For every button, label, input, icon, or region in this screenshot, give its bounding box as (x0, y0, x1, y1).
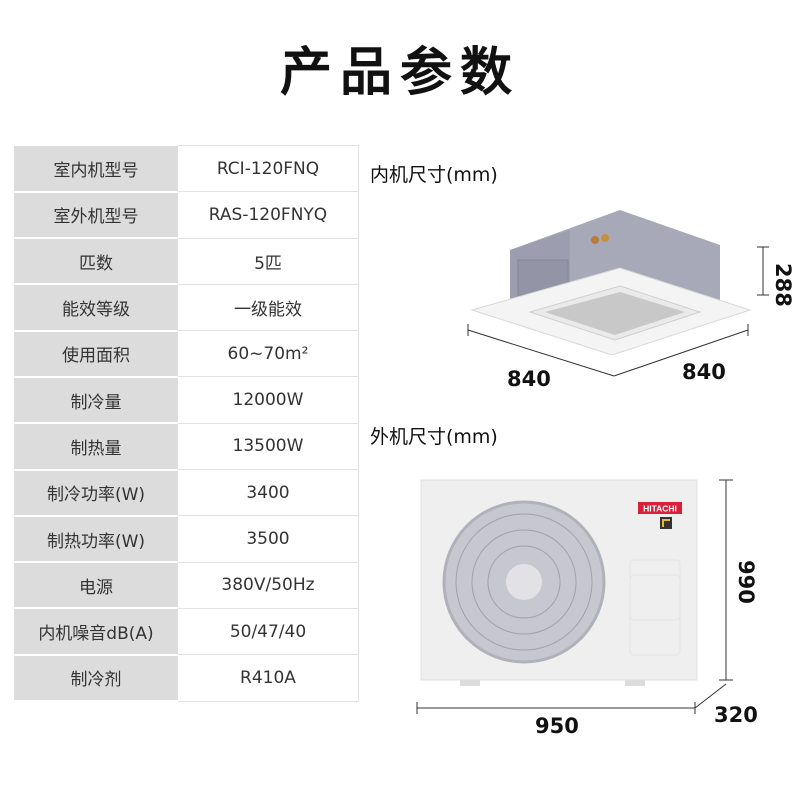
spec-value: 50/47/40 (178, 608, 359, 656)
outdoor-width-label: 950 (535, 714, 579, 738)
spec-value: 3400 (178, 469, 359, 517)
table-row: 制热功率(W)3500 (14, 515, 359, 564)
outdoor-depth-label: 320 (714, 703, 758, 727)
spec-label: 能效等级 (14, 284, 178, 332)
spec-value: R410A (178, 654, 359, 702)
spec-label: 制热量 (14, 423, 178, 471)
spec-label: 电源 (14, 562, 178, 610)
spec-label: 室内机型号 (14, 145, 178, 193)
spec-label: 制冷剂 (14, 654, 178, 703)
table-row: 制冷功率(W)3400 (14, 469, 359, 517)
spec-label: 制冷量 (14, 376, 178, 425)
spec-label: 使用面积 (14, 330, 178, 378)
indoor-depth-label: 840 (682, 360, 726, 384)
table-row: 能效等级一级能效 (14, 284, 359, 332)
spec-value: 5匹 (178, 238, 359, 285)
indoor-height-label: 288 (771, 263, 795, 307)
indoor-unit-image (467, 210, 769, 377)
spec-label: 室外机型号 (14, 191, 178, 240)
indoor-dimensions-heading: 内机尺寸(mm) (370, 164, 498, 186)
spec-value: 60~70m² (178, 330, 359, 378)
spec-label: 内机噪音dB(A) (14, 608, 178, 656)
spec-label: 制热功率(W) (14, 515, 178, 564)
spec-value: 3500 (178, 515, 359, 563)
outdoor-unit-image: HITACHI (416, 479, 733, 714)
spec-label: 制冷功率(W) (14, 469, 178, 517)
spec-value: 一级能效 (178, 284, 359, 332)
table-row: 内机噪音dB(A)50/47/40 (14, 608, 359, 656)
spec-value: 13500W (178, 423, 359, 471)
hitachi-logo: HITACHI (643, 504, 677, 514)
indoor-width-label: 840 (507, 367, 551, 391)
page-title: 产品参数 (279, 43, 520, 103)
outdoor-height-label: 990 (734, 560, 758, 604)
spec-value: 12000W (178, 376, 359, 424)
outdoor-dimensions-heading: 外机尺寸(mm) (370, 426, 498, 448)
spec-value: RCI-120FNQ (178, 144, 359, 193)
spec-value: 380V/50Hz (178, 562, 359, 609)
spec-value: RAS-120FNYQ (178, 191, 359, 239)
spec-label: 匹数 (14, 238, 178, 286)
